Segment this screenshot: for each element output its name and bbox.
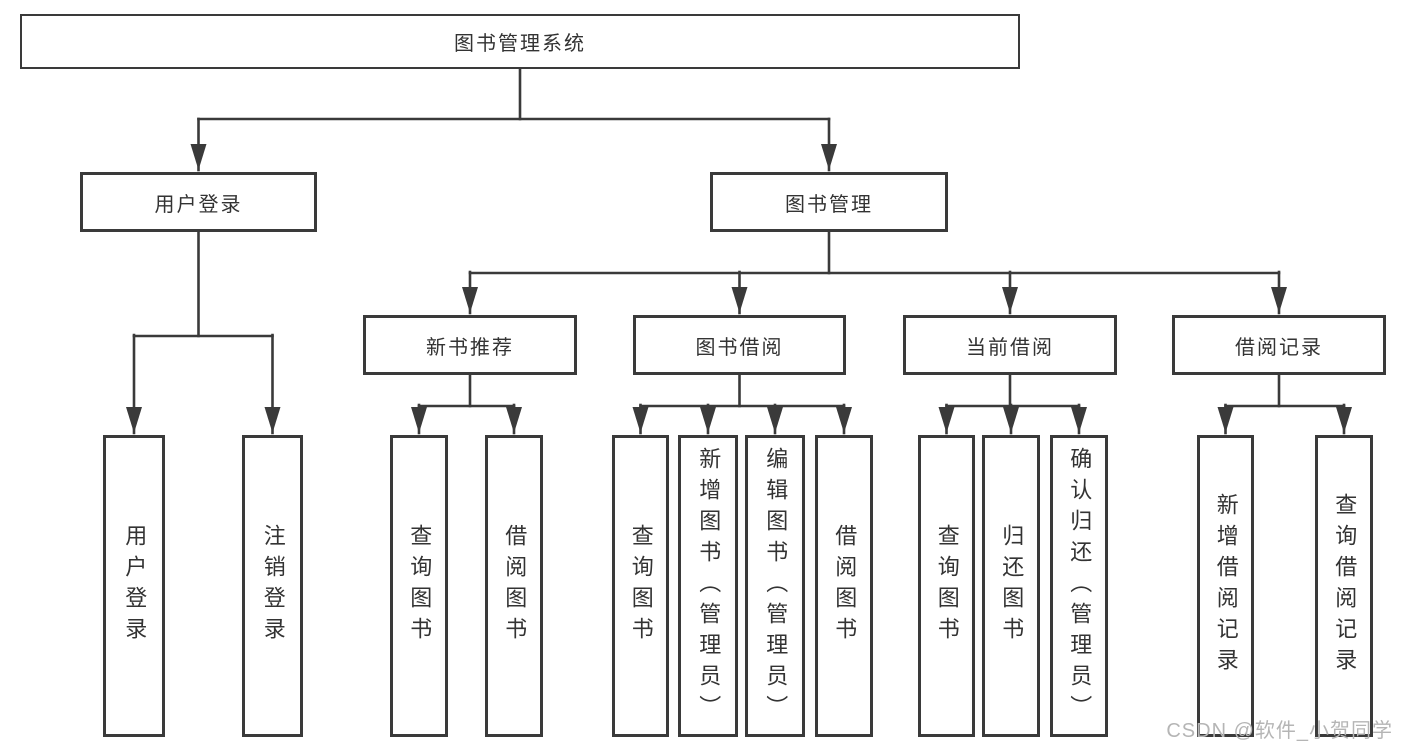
leaf-edit-books-admin: 编辑图书（管理员）	[745, 435, 805, 737]
node-label: 查询图书	[628, 524, 654, 648]
node-label: 借阅图书	[832, 524, 858, 648]
node-label: 当前借阅	[966, 336, 1054, 359]
node-label: 用户登录	[154, 193, 243, 216]
node-label: 查询图书	[407, 524, 433, 648]
leaf-confirm-return-admin: 确认归还（管理员）	[1050, 435, 1108, 737]
leaf-logout: 注销登录	[242, 435, 303, 737]
node-label: 用户登录	[122, 524, 148, 648]
node-label: 查询图书	[934, 524, 960, 648]
node-book-borrowing: 图书借阅	[633, 315, 846, 375]
leaf-query-borrow-record: 查询借阅记录	[1315, 435, 1373, 737]
node-library-management-system: 图书管理系统	[20, 14, 1020, 69]
node-current-borrowing: 当前借阅	[903, 315, 1117, 375]
leaf-return-books: 归还图书	[982, 435, 1040, 737]
node-label: 图书管理系统	[454, 33, 586, 55]
leaf-borrow-books-2: 借阅图书	[815, 435, 873, 737]
node-label: 归还图书	[999, 524, 1025, 648]
node-new-book-recommend: 新书推荐	[363, 315, 577, 375]
leaf-add-books-admin: 新增图书（管理员）	[678, 435, 738, 737]
leaf-query-books-1: 查询图书	[390, 435, 448, 737]
leaf-query-books-2: 查询图书	[612, 435, 669, 737]
node-label: 查询借阅记录	[1332, 493, 1358, 679]
leaf-borrow-books-1: 借阅图书	[485, 435, 543, 737]
node-label: 确认归还（管理员）	[1067, 446, 1093, 726]
node-label: 借阅图书	[502, 524, 528, 648]
csdn-watermark: CSDN @软件_小贺同学	[1166, 720, 1393, 742]
leaf-user-login: 用户登录	[103, 435, 165, 737]
node-label: 新书推荐	[426, 336, 514, 359]
node-book-management: 图书管理	[710, 172, 948, 232]
node-user-login: 用户登录	[80, 172, 317, 232]
node-label: 新增图书（管理员）	[696, 446, 722, 726]
node-label: 新增借阅记录	[1213, 493, 1239, 679]
node-label: 图书管理	[785, 193, 873, 216]
node-label: 注销登录	[260, 524, 286, 648]
connector-arrows	[126, 117, 1352, 435]
leaf-add-borrow-record: 新增借阅记录	[1197, 435, 1254, 737]
node-borrowing-records: 借阅记录	[1172, 315, 1386, 375]
node-label: 图书借阅	[695, 336, 784, 359]
leaf-query-books-3: 查询图书	[918, 435, 975, 737]
node-label: 借阅记录	[1235, 336, 1323, 359]
node-label: 编辑图书（管理员）	[763, 446, 789, 726]
